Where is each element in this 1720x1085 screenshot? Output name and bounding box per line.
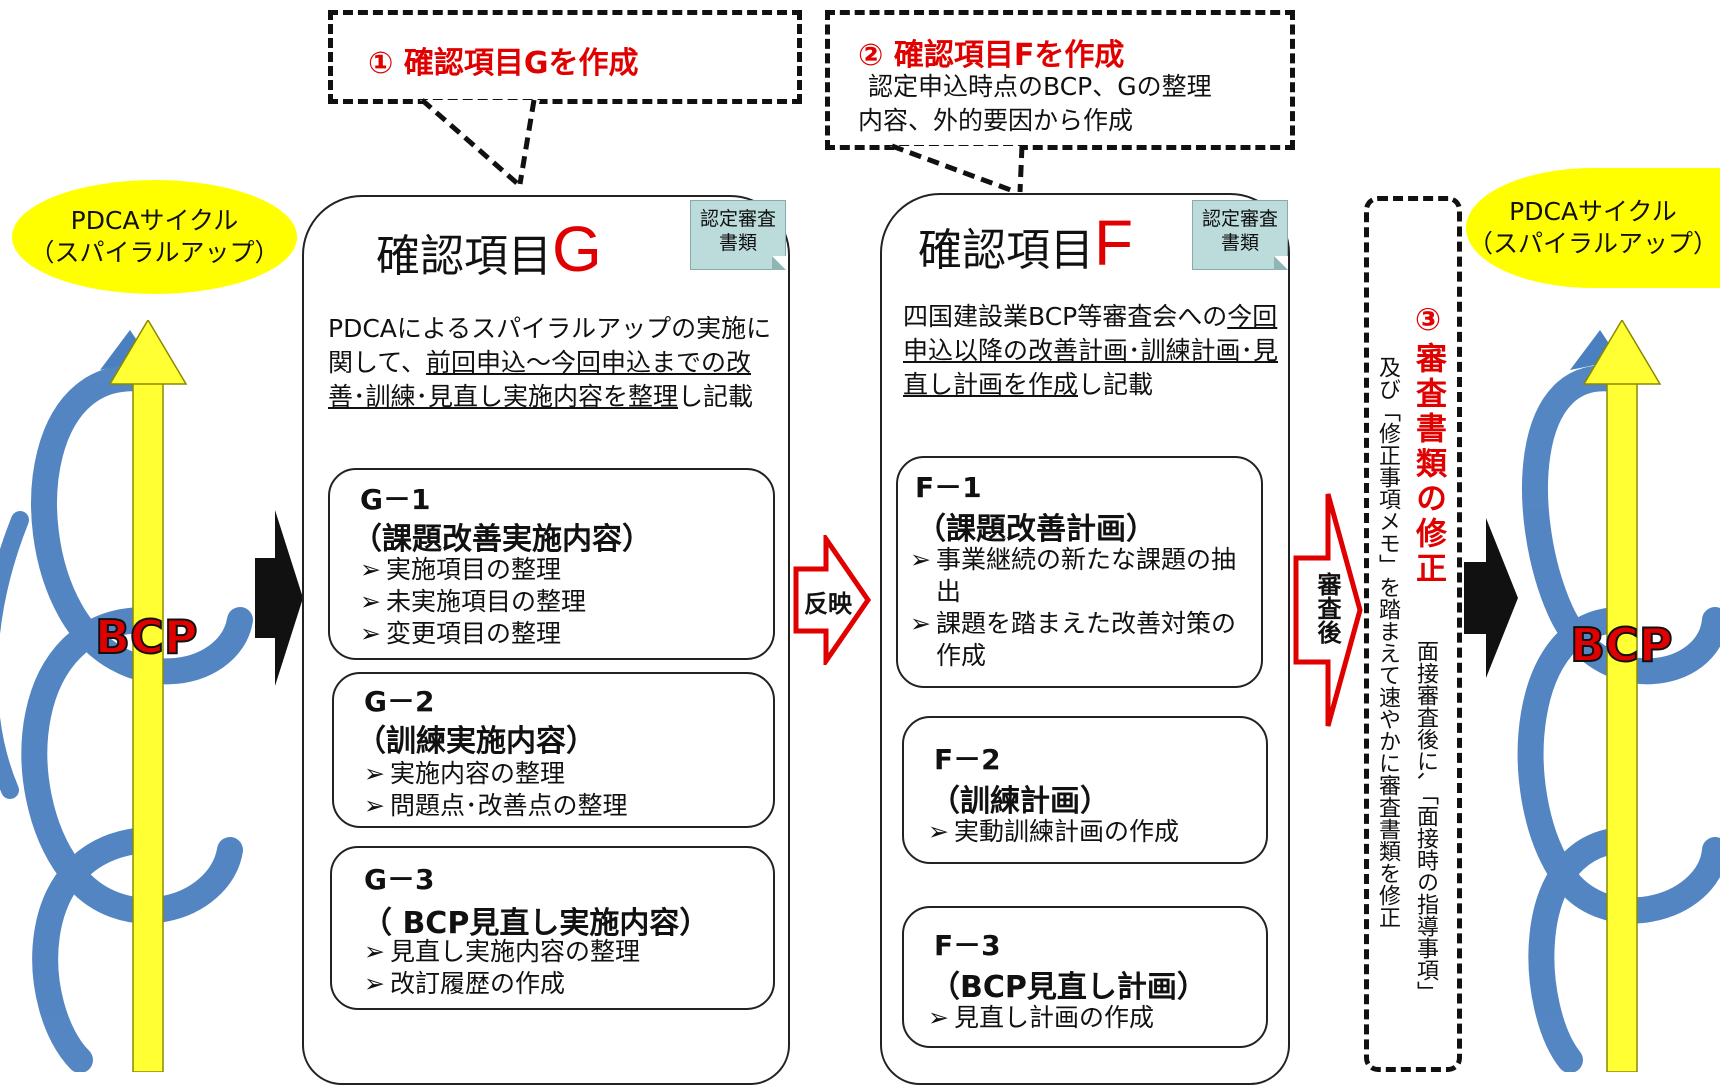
after-review-arrow [1293,493,1363,727]
spiral-right [1517,320,1720,1072]
panel-g-item-2 [332,672,775,828]
bullet-item: ➢実施内容の整理 [364,759,566,788]
panel-g-desc-post: し記載 [678,382,754,411]
panel-f-item-3-name: （BCP見直し計画） [930,970,1207,1005]
bullet-item: ➢実動訓練計画の作成 [928,817,1180,846]
step3-text-col1: 面接審査後に､「面接時の指導事項」 [1413,640,1438,1004]
panel-g-item-3 [330,846,775,1010]
callout-step2-line2: 内容、外的要因から作成 [858,106,1134,135]
panel-f-item-1 [896,456,1263,688]
panel-f-desc-underlined: 今回申込以降の改善計画･訓練計画･見直し計画を作成 [903,302,1279,399]
panel-f-desc-pre: 四国建設業BCP等審査会への [903,302,1228,331]
panel-g-item-1-code: G－1 [360,483,431,516]
panel-f-item-3-bullets: ➢見直し計画の作成 [928,1002,1154,1034]
flow-arrow-left [255,510,303,686]
reflect-arrow [793,535,872,665]
reflect-arrow-label: 反映 [804,590,852,618]
panel-f-title: 確認項目F [918,206,1133,280]
panel-g-item-3-name: （ BCP見直し実施内容） [362,906,710,941]
panel-g-item-2-bullets: ➢実施内容の整理 ➢問題点･改善点の整理 [364,758,628,822]
pdca-ellipse-right-line1: PDCAサイクル [1509,197,1677,226]
panel-f-item-1-name: （課題改善計画） [916,512,1156,547]
pdca-ellipse-left-line1: PDCAサイクル [70,206,239,235]
bullet-item: ➢変更項目の整理 [360,619,562,648]
bullet-item: ➢問題点･改善点の整理 [364,791,628,820]
panel-f-item-1-code: F－1 [915,471,982,504]
panel-g-item-1-bullets: ➢実施項目の整理 ➢未実施項目の整理 ➢変更項目の整理 [360,554,586,650]
step3-title: ③審査書類の修正 [1410,302,1446,587]
panel-f-item-2-bullets: ➢実動訓練計画の作成 [928,816,1179,848]
callout-step2-line1: 認定申込時点のBCP、Gの整理 [868,72,1212,101]
panel-f-item-2-code: F－2 [934,743,1001,776]
callout-step1 [328,10,802,104]
callout-step1-pointer [420,98,540,186]
bullet-item: ➢事業継続の新たな課題の抽出 [910,545,1237,606]
after-review-label: 審査後 [1313,572,1341,644]
panel-f-title-text: 確認項目 [918,225,1094,276]
panel-f-tag: 認定審査書類 [1192,200,1288,270]
panel-g-item-3-bullets: ➢見直し実施内容の整理 ➢改訂履歴の作成 [364,936,640,1000]
panel-g-desc-underlined: 前回申込～今回申込までの改善･訓練･見直し実施内容を整理 [328,348,752,411]
panel-g-title: 確認項目G [376,212,602,286]
panel-g-item-1-name: （課題改善実施内容） [352,522,652,557]
step3-text-col2: 及び「修正事項メモ」を踏まえて速やかに審査書類を修正 [1375,356,1400,928]
panel-g-title-text: 確認項目 [376,231,552,282]
callout-step2 [825,10,1295,150]
bullet-item: ➢見直し計画の作成 [928,1003,1155,1032]
spiral-right-label: BCP [1569,617,1674,673]
panel-f-item-1-bullets: ➢事業継続の新たな課題の抽出 ➢課題を踏まえた改善対策の作成 [910,544,1240,672]
bullet-item: ➢課題を踏まえた改善対策の作成 [910,609,1237,670]
panel-g-title-letter: G [552,213,602,285]
pdca-ellipse-right-line2: （スパイラルアップ） [1467,229,1718,258]
panel-g-desc: PDCAによるスパイラルアップの実施に関して、前回申込～今回申込までの改善･訓練… [328,312,780,414]
panel-g-item-1 [328,468,775,660]
pdca-ellipse-left: PDCAサイクル （スパイラルアップ） [12,180,297,294]
panel-g-item-2-name: （訓練実施内容） [356,724,596,759]
step3-box [1364,196,1462,1072]
panel-f-desc-post: し記載 [1078,370,1154,399]
bullet-item: ➢未実施項目の整理 [360,587,587,616]
bullet-item: ➢見直し実施内容の整理 [364,937,641,966]
pdca-ellipse-left-line2: （スパイラルアップ） [29,238,280,267]
panel-f-item-3 [902,906,1268,1048]
panel-f-item-2 [902,716,1268,864]
callout-step2-pointer [890,143,1025,195]
pdca-ellipse-right: PDCAサイクル （スパイラルアップ） [1466,168,1720,288]
panel-g-desc-pre: PDCAによるスパイラルアップの実施に関して、 [328,314,772,377]
flow-arrow-right [1464,518,1518,678]
panel-f-title-letter: F [1094,207,1134,279]
panel-g-tag: 認定審査書類 [690,200,786,270]
panel-f-desc: 四国建設業BCP等審査会への今回申込以降の改善計画･訓練計画･見直し計画を作成し… [903,300,1283,402]
callout-step1-title: ① 確認項目Gを作成 [368,46,639,81]
panel-g-item-3-code: G－3 [364,863,435,896]
spiral-left [0,320,253,1072]
callout-step2-title: ② 確認項目Fを作成 [858,38,1125,73]
bullet-item: ➢実施項目の整理 [360,555,562,584]
panel-f-item-3-code: F－3 [934,929,1001,962]
bullet-item: ➢改訂履歴の作成 [364,969,566,998]
panel-f-item-2-name: （訓練計画） [930,784,1110,819]
panel-g-item-2-code: G－2 [364,685,435,718]
spiral-left-label: BCP [94,609,199,665]
